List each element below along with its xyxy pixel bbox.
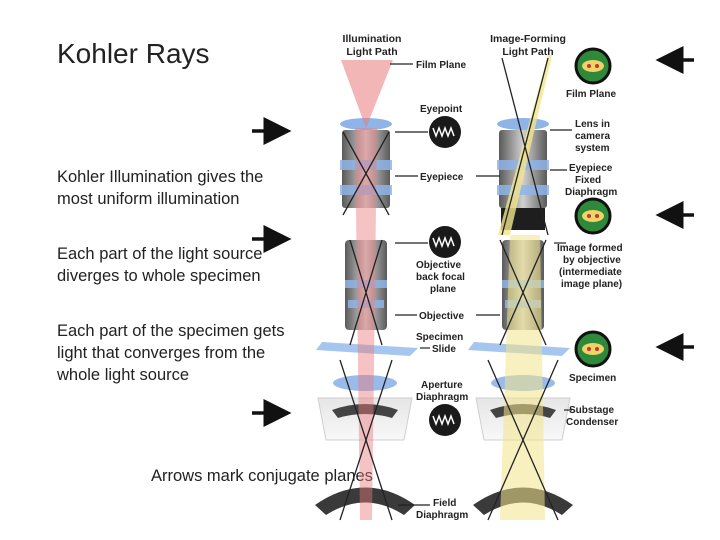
label-specimen-slide-1: Specimen	[416, 332, 463, 343]
illumination-ray-crossing	[339, 131, 393, 521]
filament-icon-back-focal	[429, 226, 461, 258]
bullet-specimen-converges: Each part of the specimen gets light tha…	[57, 322, 285, 384]
header-illumination-line2: Light Path	[346, 46, 397, 58]
field-diaphragm-left	[315, 487, 415, 515]
bullet-source-diverges: Each part of the light source diverges t…	[57, 245, 263, 285]
label-condenser-2: Condenser	[566, 417, 618, 428]
illumination-column	[315, 60, 418, 521]
conjugate-arrows	[252, 46, 694, 427]
header-illumination-line1: Illumination	[343, 33, 402, 45]
header-image-line2: Light Path	[502, 46, 553, 58]
filament-icon-aperture	[429, 404, 461, 436]
camera-lens-right	[497, 118, 549, 130]
label-objective-bfp-3: plane	[430, 284, 457, 295]
filament-icon-eyepoint	[429, 116, 461, 148]
label-objective-bfp-1: Objective	[416, 260, 461, 271]
specimen-icon-film-plane	[574, 47, 612, 85]
image-forming-column	[468, 55, 573, 521]
label-film-plane-left: Film Plane	[416, 60, 466, 71]
aperture-diaphragm-left	[332, 404, 398, 418]
label-aperture-2: Diaphragm	[416, 392, 468, 403]
label-fixed-diaphragm-2: Fixed	[575, 175, 601, 186]
label-camera-lens-1: Lens in	[575, 119, 610, 130]
slide-title: Kohler Rays	[57, 38, 210, 69]
label-condenser-1: Substage	[569, 405, 614, 416]
conjugate-planes-note: Arrows mark conjugate planes	[151, 467, 373, 485]
image-ray-crossing	[487, 57, 559, 521]
specimen-icon-intermediate	[574, 197, 612, 235]
label-camera-lens-2: camera	[575, 131, 610, 142]
label-eyepoint: Eyepoint	[420, 104, 463, 115]
label-field-1: Field	[433, 498, 456, 509]
header-image-line1: Image-Forming	[490, 33, 566, 45]
image-ray-lower	[500, 235, 545, 520]
label-objective: Objective	[419, 311, 464, 322]
leader-lines	[390, 63, 572, 506]
label-intermediate-4: image plane)	[561, 279, 622, 290]
label-intermediate-3: (intermediate	[559, 267, 622, 278]
label-camera-lens-3: system	[575, 143, 610, 154]
label-objective-bfp-2: back focal	[416, 272, 465, 283]
label-film-plane-right: Film Plane	[566, 89, 616, 100]
label-aperture-1: Aperture	[421, 380, 463, 391]
label-field-2: Diaphragm	[416, 510, 468, 521]
label-eyepiece: Eyepiece	[420, 172, 464, 183]
label-fixed-diaphragm-1: Eyepiece	[569, 163, 613, 174]
label-intermediate-1: Image formed	[557, 243, 623, 254]
label-specimen-slide-2: Slide	[432, 344, 456, 355]
label-intermediate-2: by objective	[563, 255, 621, 266]
illumination-ray-cone-top	[341, 60, 393, 128]
specimen-slide-left	[316, 342, 418, 356]
label-specimen: Specimen	[569, 373, 616, 384]
label-fixed-diaphragm-3: Diaphragm	[565, 187, 617, 198]
bullet-uniform-illumination: Kohler Illumination gives the most unifo…	[57, 168, 264, 208]
specimen-icon-specimen	[574, 330, 612, 368]
